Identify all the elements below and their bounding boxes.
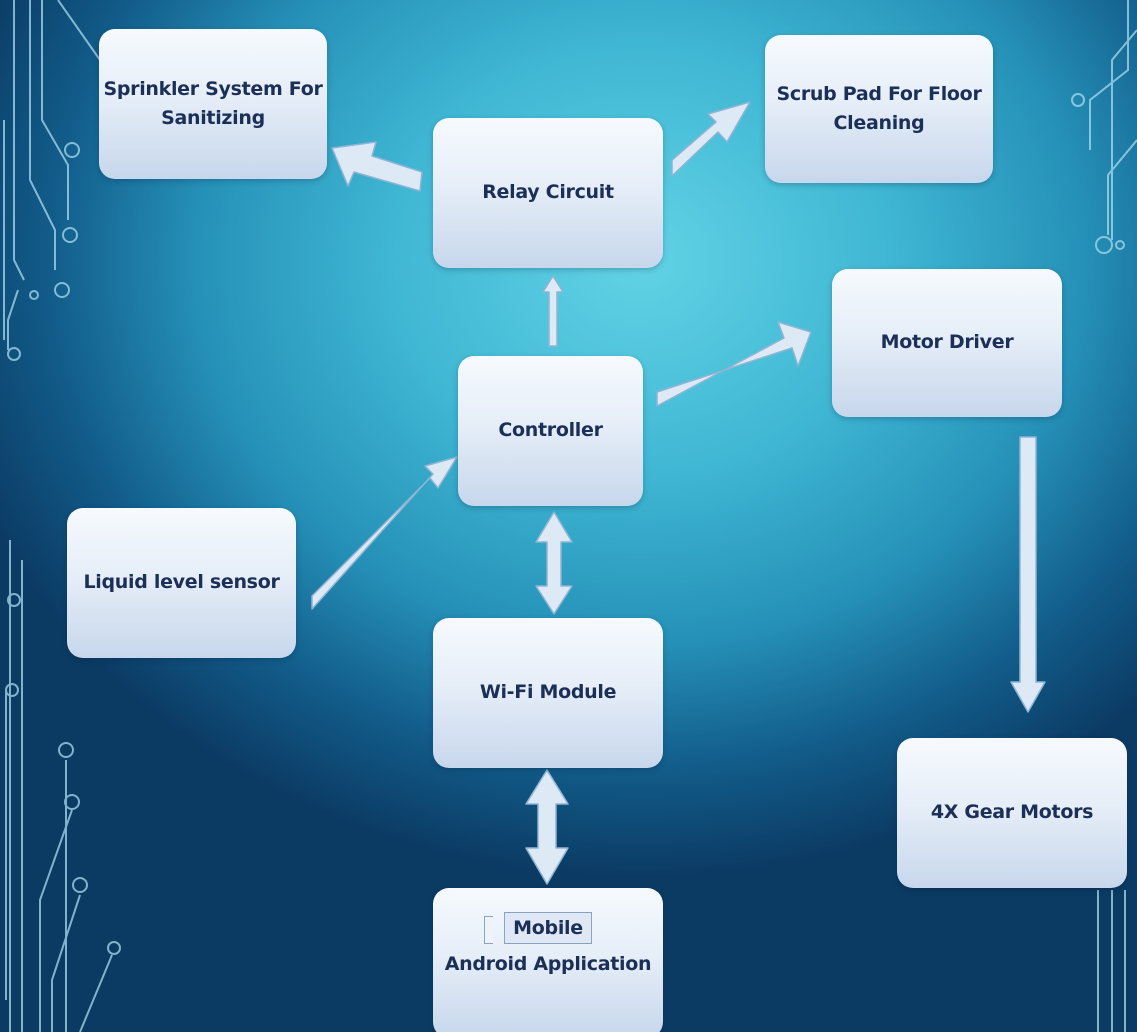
arrow-liquid-sensor-to-controller [311,456,458,610]
arrow-relay-to-sprinkler [331,141,423,192]
scrub-label-line1: Scrub Pad For Floor [776,82,982,105]
mobile-application-node: Mobile Android Application [433,888,663,1032]
liquid-level-sensor-node: Liquid level sensor [67,508,296,658]
arrow-controller-to-relay [542,275,564,347]
arrow-controller-to-motor-driver [656,321,812,407]
arrow-motor-driver-to-gear-motors [1010,436,1046,713]
wifi-label: Wi-Fi Module [479,681,617,704]
wifi-module-node: Wi-Fi Module [433,618,663,768]
arrow-relay-to-scrub [671,101,751,177]
mobile-tab-wrap: Mobile [484,912,592,950]
sprinkler-label-line2: Sanitizing [161,107,265,129]
scrub-pad-node: Scrub Pad For Floor Cleaning [765,35,993,183]
mobile-bracket-icon [484,916,494,944]
scrub-label-line2: Cleaning [833,112,925,134]
arrow-controller-wifi-bidirectional [535,511,573,615]
relay-label: Relay Circuit [482,181,614,204]
motor-driver-label: Motor Driver [880,331,1014,354]
controller-label: Controller [498,419,603,442]
relay-circuit-node: Relay Circuit [433,118,663,268]
gear-motors-label: 4X Gear Motors [930,801,1094,824]
controller-node: Controller [458,356,643,506]
sprinkler-system-node: Sprinkler System For Sanitizing [99,29,327,179]
sprinkler-label-line1: Sprinkler System For [103,77,323,100]
arrow-wifi-mobile-bidirectional [525,769,569,885]
android-application-label: Android Application [444,953,652,975]
gear-motors-node: 4X Gear Motors [897,738,1127,888]
motor-driver-node: Motor Driver [832,269,1062,417]
mobile-tab-label: Mobile [504,912,592,944]
liquid-sensor-label: Liquid level sensor [83,571,280,594]
